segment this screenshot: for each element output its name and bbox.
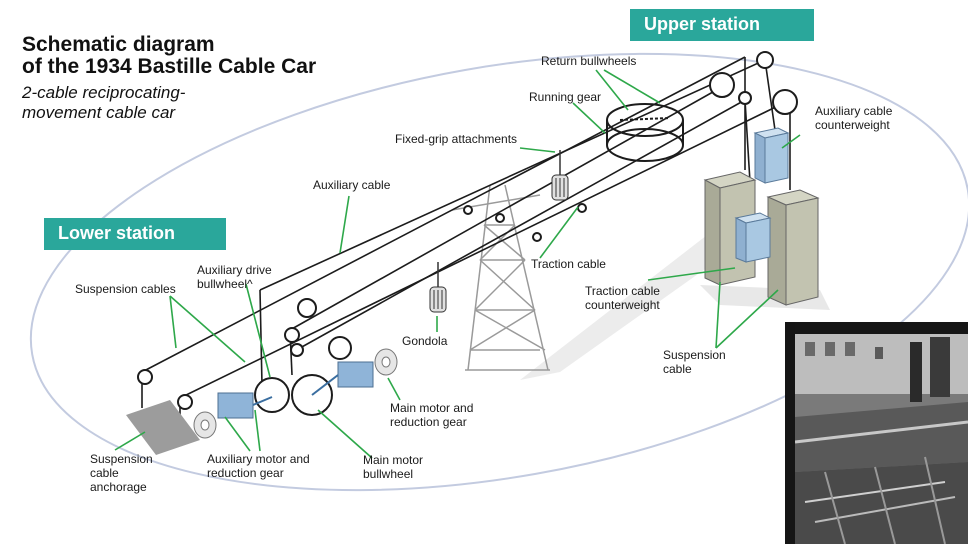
upper-station-banner: Upper station [630,9,814,41]
suspension-cable-upper [141,56,746,373]
label-auxiliary-cable: Auxiliary cable [313,178,391,192]
label-suspension-cable-line1: Suspension [663,348,726,362]
label-aux-counterweight: Auxiliary cable counterweight [815,104,907,132]
label-return-bullwheels: Return bullwheels [541,54,637,68]
upper-wheels [463,51,798,242]
label-aux-motor-reduction: Auxiliary motor and reduction gear [207,452,310,480]
label-main-motor-line1: Main motor and [390,401,474,415]
label-main-bullwheel-line2: bullwheel [363,467,414,481]
traction-cable-bottom [299,99,746,349]
subtitle-line-1: 2-cable reciprocating- [22,83,186,102]
label-aux-motor-line2: reduction gear [207,466,284,480]
return-bullwheels [606,103,684,162]
label-aux-counterweight-line1: Auxiliary cable [815,104,907,118]
leader-lines [114,69,801,459]
title-line-1: Schematic diagram [22,33,215,56]
label-aux-drive-line1: Auxiliary drive [197,263,272,277]
label-main-motor-reduction: Main motor and reduction gear [390,401,473,429]
label-main-motor-line2: reduction gear [390,415,467,429]
traction-counterweight [734,212,772,263]
label-aux-counterweight-text1: Auxiliary cable [815,104,893,118]
label-suspension-cable: Suspension cable [663,348,726,376]
label-anchorage-line1: Suspension [90,452,153,466]
label-suspension-cables: Suspension cables [75,282,176,296]
label-anchorage-line3: anchorage [90,480,147,494]
auxiliary-counterweight [753,127,790,184]
label-traction-counterweight: Traction cable counterweight [585,284,660,312]
motors [193,348,398,439]
diagram-title: Schematic diagram of the 1934 Bastille C… [22,34,316,78]
diagram-subtitle: 2-cable reciprocating- movement cable ca… [22,83,185,123]
pylon-shadow [520,225,760,380]
gondola-lower [429,262,447,313]
label-fixed-grip-attachments: Fixed-grip attachments [395,132,518,146]
label-aux-drive-line2: bullwheel^ [197,277,253,291]
historic-photo-image [785,322,968,544]
title-line-2: of the 1934 Bastille Cable Car [22,55,317,78]
label-traction-cable: Traction cable [531,257,606,271]
lower-wheels [137,298,352,416]
label-aux-counterweight-line2: counterweight [815,118,890,132]
label-suspension-cable-anchorage: Suspension cable anchorage [90,452,153,494]
label-anchorage-line2: cable [90,466,119,480]
label-aux-drive-bullwheel: Auxiliary drive bullwheel^ [197,263,272,291]
anchorage-plate [126,400,200,455]
label-running-gear: Running gear [529,90,602,104]
label-main-bullwheel-line1: Main motor [363,453,424,467]
label-traction-counterweight-line1: Traction cable [585,284,660,298]
label-suspension-cable-line2: cable [663,362,692,376]
label-aux-motor-line1: Auxiliary motor and [207,452,310,466]
aux-drive-bullwheel [254,377,290,413]
label-gondola: Gondola [402,334,448,348]
subtitle-line-2: movement cable car [22,103,176,122]
suspension-counterweight-right [766,189,820,306]
historic-photo [785,322,968,544]
gondola-upper [551,150,569,201]
label-main-motor-bullwheel: Main motor bullwheel [363,453,423,481]
auxiliary-cable [259,59,766,291]
lower-station-banner: Lower station [44,218,226,250]
label-traction-counterweight-line2: counterweight [585,298,660,312]
suspension-cable-lower [179,99,791,399]
